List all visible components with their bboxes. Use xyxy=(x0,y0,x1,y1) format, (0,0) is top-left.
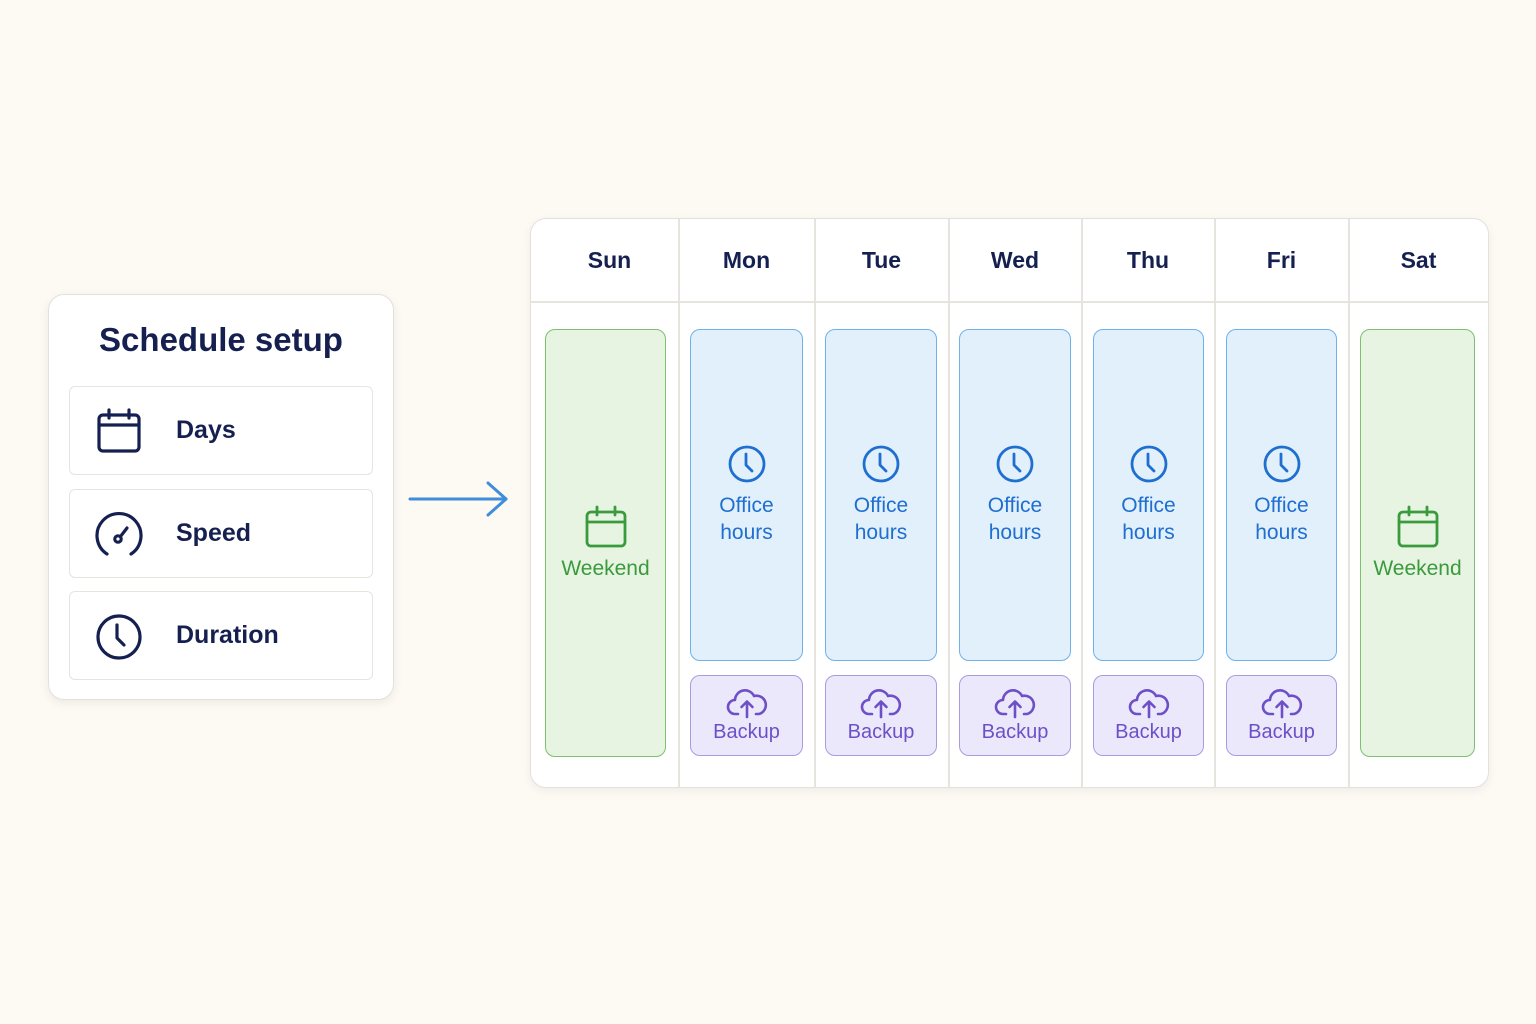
clock-icon xyxy=(1129,444,1169,484)
cloud-upload-icon xyxy=(860,687,902,719)
office-hours-label: Office hours xyxy=(1121,494,1176,544)
office-hours-block-thu[interactable]: Office hours xyxy=(1093,329,1204,661)
day-header-sat: Sat xyxy=(1400,246,1437,273)
day-header-mon: Mon xyxy=(722,246,771,273)
setup-item-label: Duration xyxy=(176,621,279,649)
office-hours-label: Office hours xyxy=(719,494,774,544)
setup-title: Schedule setup xyxy=(99,321,343,358)
column-divider xyxy=(814,219,816,787)
office-hours-block-wed[interactable]: Office hours xyxy=(959,329,1071,661)
backup-label: Backup xyxy=(981,721,1049,743)
office-hours-label: Office hours xyxy=(1254,494,1309,544)
column-divider xyxy=(948,219,950,787)
office-hours-block-tue[interactable]: Office hours xyxy=(825,329,937,661)
column-divider xyxy=(1081,219,1083,787)
column-divider xyxy=(678,219,680,787)
setup-item-duration[interactable]: Duration xyxy=(69,591,373,680)
calendar-icon xyxy=(94,407,144,457)
backup-block-thu[interactable]: Backup xyxy=(1093,675,1204,756)
office-hours-block-fri[interactable]: Office hours xyxy=(1226,329,1337,661)
setup-item-label: Days xyxy=(176,416,236,444)
day-header-wed: Wed xyxy=(990,246,1040,273)
backup-label: Backup xyxy=(713,721,780,743)
office-hours-block-mon[interactable]: Office hours xyxy=(690,329,803,661)
cloud-upload-icon xyxy=(1128,687,1170,719)
speedometer-icon xyxy=(94,510,144,560)
day-header-tue: Tue xyxy=(861,246,902,273)
column-divider xyxy=(1214,219,1216,787)
calendar-icon xyxy=(1396,505,1440,549)
weekend-label: Weekend xyxy=(561,557,650,580)
clock-icon xyxy=(94,612,144,662)
backup-label: Backup xyxy=(1248,721,1315,743)
weekly-calendar: Sun Mon Tue Wed Thu Fri Sat Weekend Offi… xyxy=(530,218,1489,788)
backup-block-wed[interactable]: Backup xyxy=(959,675,1071,756)
weekend-block-sun[interactable]: Weekend xyxy=(545,329,666,757)
weekend-block-sat[interactable]: Weekend xyxy=(1360,329,1475,757)
office-hours-label: Office hours xyxy=(853,494,909,544)
schedule-setup-panel: Schedule setup Days Speed xyxy=(48,294,394,700)
backup-block-fri[interactable]: Backup xyxy=(1226,675,1337,756)
day-header-thu: Thu xyxy=(1126,246,1170,273)
clock-icon xyxy=(727,444,767,484)
setup-item-days[interactable]: Days xyxy=(69,386,373,475)
column-divider xyxy=(1348,219,1350,787)
clock-icon xyxy=(995,444,1035,484)
backup-label: Backup xyxy=(847,721,915,743)
clock-icon xyxy=(861,444,901,484)
cloud-upload-icon xyxy=(726,687,768,719)
weekend-label: Weekend xyxy=(1373,557,1462,580)
backup-block-tue[interactable]: Backup xyxy=(825,675,937,756)
backup-block-mon[interactable]: Backup xyxy=(690,675,803,756)
day-header-sun: Sun xyxy=(587,246,632,273)
setup-item-label: Speed xyxy=(176,519,252,547)
header-divider xyxy=(531,301,1488,303)
day-header-fri: Fri xyxy=(1266,246,1297,273)
backup-label: Backup xyxy=(1115,721,1182,743)
arrow-right-icon xyxy=(406,478,512,520)
cloud-upload-icon xyxy=(1261,687,1303,719)
office-hours-label: Office hours xyxy=(987,494,1043,544)
setup-item-speed[interactable]: Speed xyxy=(69,489,373,578)
clock-icon xyxy=(1262,444,1302,484)
cloud-upload-icon xyxy=(994,687,1036,719)
calendar-icon xyxy=(584,505,628,549)
